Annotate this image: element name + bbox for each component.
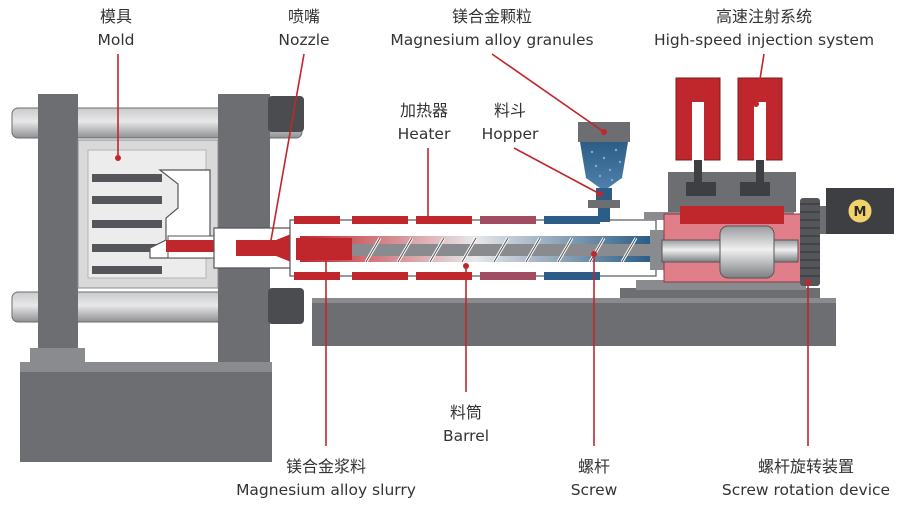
label-mold-zh: 模具: [100, 7, 132, 26]
label-granules-zh: 镁合金颗粒: [452, 7, 532, 26]
label-granules-en: Magnesium alloy granules: [390, 31, 593, 49]
motor-icon: [847, 198, 873, 224]
label-mold-en: Mold: [97, 31, 134, 49]
label-screw-en: Screw: [571, 481, 618, 499]
injection-system: M: [620, 77, 894, 298]
label-hopper-zh: 料斗: [494, 101, 526, 120]
label-heater-zh: 加热器: [400, 101, 448, 120]
mold: [77, 139, 229, 289]
label-injection-en: High-speed injection system: [654, 31, 874, 49]
hopper: [578, 122, 630, 222]
label-slurry-en: Magnesium alloy slurry: [236, 481, 416, 499]
label-heater-en: Heater: [398, 125, 451, 143]
label-slurry-zh: 镁合金浆料: [286, 457, 366, 476]
label-barrel-zh: 料筒: [450, 403, 482, 422]
label-screw-zh: 螺杆: [578, 457, 610, 476]
label-hopper-en: Hopper: [482, 125, 539, 143]
label-injection-zh: 高速注射系统: [716, 7, 812, 26]
motor: M: [820, 188, 894, 234]
machine-base: [20, 298, 836, 462]
labels: 模具 Mold 喷嘴 Nozzle 镁合金颗粒 Magnesium alloy …: [97, 7, 890, 499]
leader-lines: [115, 53, 811, 446]
label-rotation-en: Screw rotation device: [722, 481, 890, 499]
label-barrel-en: Barrel: [443, 427, 489, 445]
barrel-assembly: [213, 216, 664, 280]
label-rotation-zh: 螺杆旋转装置: [758, 457, 854, 476]
label-nozzle-en: Nozzle: [278, 31, 329, 49]
label-nozzle-zh: 喷嘴: [288, 7, 320, 26]
motor-symbol: M: [854, 205, 867, 220]
